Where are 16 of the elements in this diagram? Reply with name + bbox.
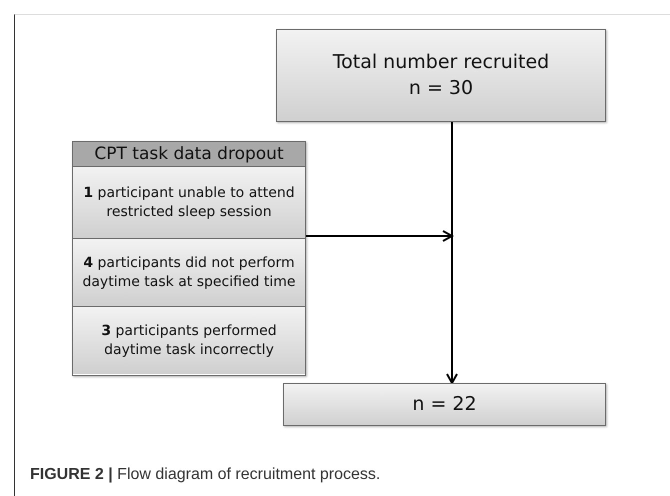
arrow [446, 122, 458, 384]
reason-text: 1 participant unable to attend restricted sleep session [82, 184, 296, 222]
dropout-reason-box [73, 238, 305, 306]
box-text: Total number recruited [332, 50, 550, 75]
dropout-reason-box [73, 306, 305, 374]
box-text: n = 22 [412, 392, 477, 417]
arrow [306, 230, 453, 242]
panel-heading: CPT task data dropout [73, 142, 305, 167]
box-text: n = 30 [408, 76, 474, 100]
process-box [276, 29, 606, 122]
dropout-reason-box [73, 166, 305, 238]
reason-text: 4 participants did not perform daytime task at specified time [81, 254, 297, 292]
reason-text: 3 participants performed daytime task incorrectly [100, 322, 278, 360]
figure-caption: FIGURE 2 | Flow diagram of recruitment process. [30, 466, 380, 484]
dropout-panel [72, 141, 306, 376]
process-box [283, 383, 606, 426]
